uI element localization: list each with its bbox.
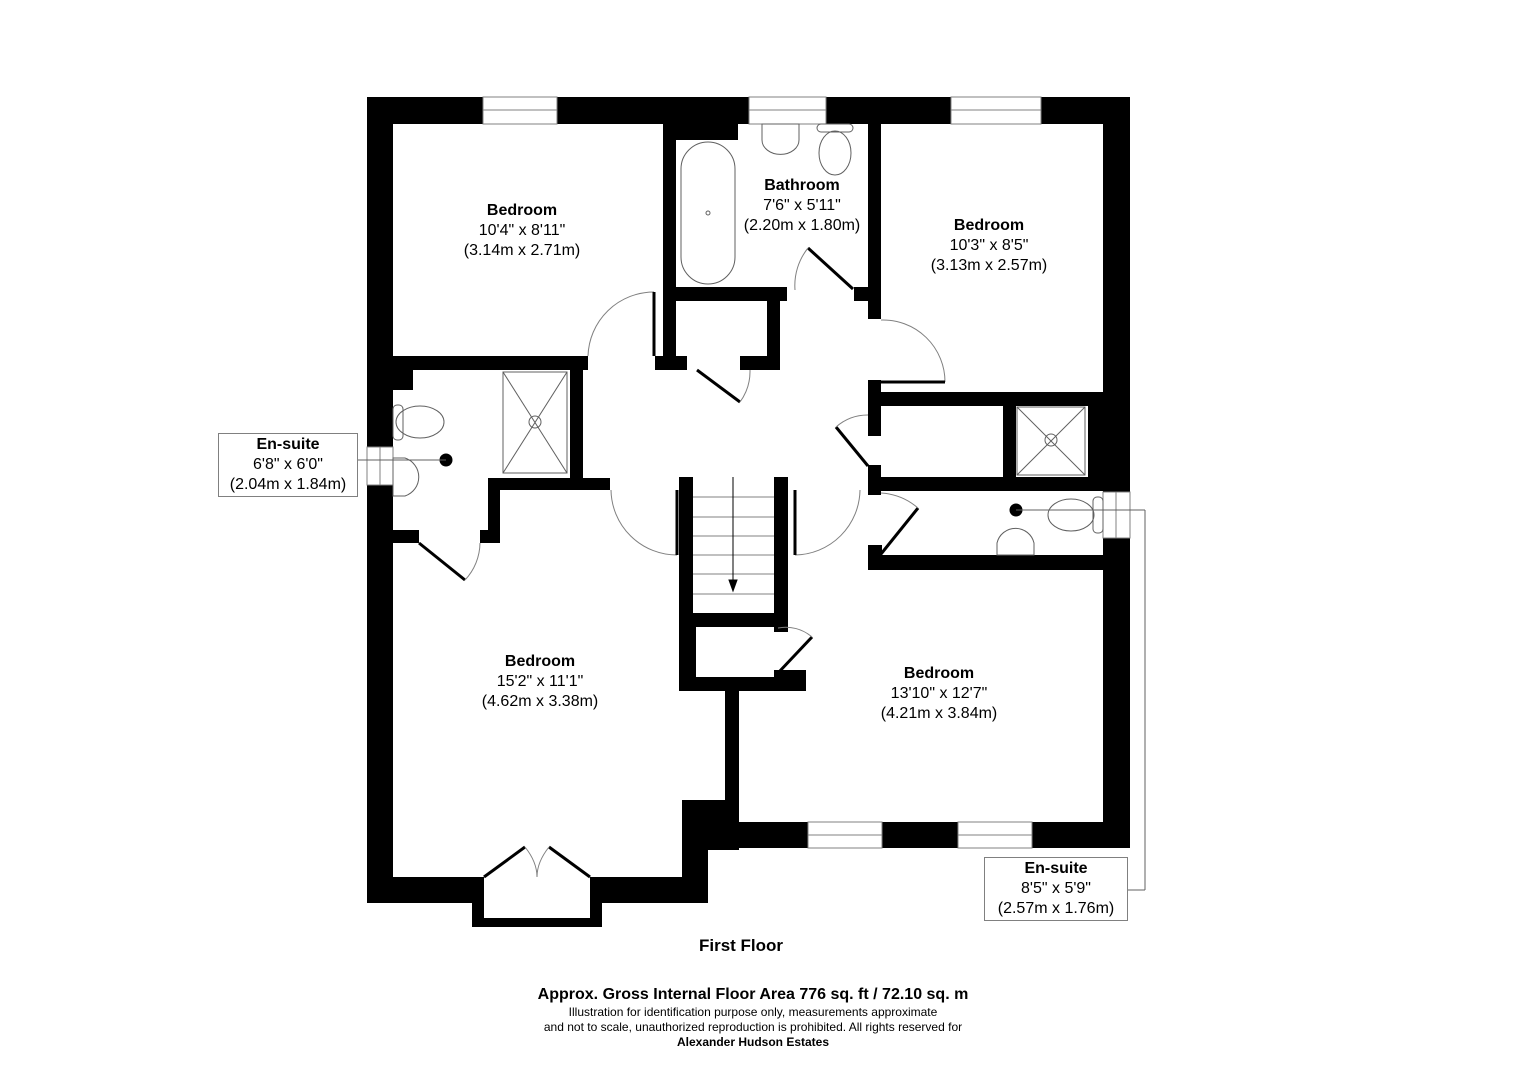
room-dimensions-imperial: 6'8" x 6'0" [253,456,323,473]
room-name: Bathroom [764,177,840,194]
room-dimensions-imperial: 7'6" x 5'11" [763,197,841,214]
stair-arrow-icon [728,579,738,593]
room-name: Bedroom [953,217,1025,234]
shower-tray-icon [502,371,568,474]
room-dimensions-metric: (2.57m x 1.76m) [997,900,1115,917]
room-dimensions-imperial: 8'5" x 5'9" [1021,880,1091,897]
room-dimensions-imperial: 13'10" x 12'7" [890,685,988,702]
room-dimensions-imperial: 10'4" x 8'11" [478,222,566,239]
room-dimensions-metric: (4.62m x 3.38m) [481,693,599,710]
agent-name: Alexander Hudson Estates [676,1035,830,1049]
room-dimensions-metric: (3.14m x 2.71m) [463,242,581,259]
room-name: Bedroom [486,202,558,219]
callout-ensuite-2: En-suite 8'5" x 5'9" (2.57m x 1.76m) [984,857,1128,921]
fixtures [357,123,1146,891]
room-dimensions-metric: (2.20m x 1.80m) [743,217,861,234]
toilet-icon [395,405,445,439]
footer: Approx. Gross Internal Floor Area 776 sq… [538,985,969,1050]
room-name: En-suite [1024,860,1088,877]
toilet-icon [1047,498,1095,532]
basin-icon [761,123,800,155]
basin-icon [996,527,1035,556]
room-dimensions-imperial: 15'2" x 11'1" [496,673,584,690]
shower-tray-icon [1016,406,1086,476]
room-dimensions-metric: (4.21m x 3.84m) [880,705,998,722]
toilet-icon [818,130,852,176]
floor-area: Approx. Gross Internal Floor Area 776 sq… [537,986,969,1003]
basin-icon [392,457,420,497]
disclaimer-line-1: Illustration for identification purpose … [568,1005,938,1019]
room-label-bedroom-4: Bedroom 13'10" x 12'7" (4.21m x 3.84m) [881,664,997,724]
room-name: Bedroom [504,653,576,670]
disclaimer-line-2: and not to scale, unauthorized reproduct… [543,1020,963,1034]
doors [418,246,946,879]
room-dimensions-metric: (3.13m x 2.57m) [930,257,1048,274]
windows [366,96,1131,849]
walls [367,97,1130,927]
room-dimensions-imperial: 10'3" x 8'5" [949,237,1029,254]
room-label-bedroom-2: Bedroom 10'3" x 8'5" (3.13m x 2.57m) [931,216,1047,276]
room-dimensions-metric: (2.04m x 1.84m) [229,476,347,493]
stairs [693,477,774,595]
bathtub-icon [680,141,736,285]
room-name: Bedroom [903,665,975,682]
room-label-bedroom-3: Bedroom 15'2" x 11'1" (4.62m x 3.38m) [482,652,598,712]
room-name: En-suite [256,436,320,453]
room-label-bathroom: Bathroom 7'6" x 5'11" (2.20m x 1.80m) [744,176,860,236]
callout-ensuite-1: En-suite 6'8" x 6'0" (2.04m x 1.84m) [218,433,358,497]
floor-title: First Floor [698,936,784,955]
room-label-bedroom-1: Bedroom 10'4" x 8'11" (3.14m x 2.71m) [464,201,580,261]
